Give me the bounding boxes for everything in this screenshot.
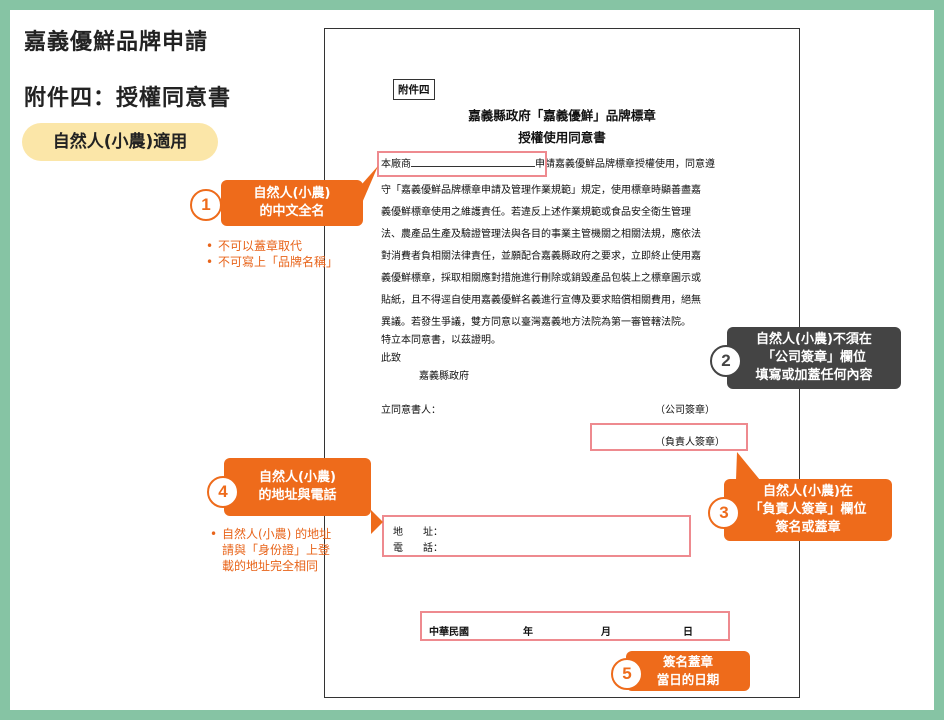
paragraph-line: 貼紙，且不得逕自使用嘉義優鮮名義進行宣傳及要求賠償相關費用，絕無 [381, 295, 701, 306]
note-item: •不可以蓋章取代 [206, 239, 303, 253]
callout-1-number: 1 [190, 189, 222, 221]
date-highlight [420, 611, 730, 641]
callout-2: 自然人(小農)不須在 「公司簽章」欄位 填寫或加蓋任何內容 [727, 327, 901, 389]
paragraph-line: 義優鮮標章使用之維護責任。若違反上述作業規範或食品安全衛生管理 [381, 207, 691, 218]
note-item: •不可寫上「品牌名稱」 [206, 255, 339, 269]
callout-1-notes: •不可以蓋章取代 •不可寫上「品牌名稱」 [206, 238, 338, 270]
page-title: 嘉義優鮮品牌申請 [20, 24, 213, 58]
date-day-label: 日 [683, 627, 693, 638]
page-subtitle: 附件四：授權同意書 [20, 80, 236, 114]
callout-5-number: 5 [611, 658, 643, 690]
address-phone-highlight [382, 515, 691, 557]
callout-3: 自然人(小農)在 「負責人簽章」欄位 簽名或蓋章 [724, 479, 892, 541]
callout-4: 自然人(小農) 的地址與電話 [224, 458, 371, 516]
name-field-highlight [377, 151, 547, 177]
callout-4-number: 4 [207, 476, 239, 508]
phone-label: 電 話： [393, 543, 443, 554]
paragraph-line: 守「嘉義優鮮品牌標章申請及管理作業規範」規定，使用標章時顯善盡嘉 [381, 185, 701, 196]
callout-2-number: 2 [710, 345, 742, 377]
person-seal-label: （負責人簽章） [655, 437, 725, 448]
callout-5: 簽名蓋章 當日的日期 [626, 651, 750, 691]
paragraph-line: 對消費者負相關法律責任，並願配合嘉義縣政府之要求，立即終止使用嘉 [381, 251, 701, 262]
applicability-pill: 自然人(小農)適用 [22, 123, 218, 161]
person-seal-highlight [590, 423, 748, 451]
company-seal-label: （公司簽章） [655, 405, 715, 416]
callout-3-number: 3 [708, 497, 740, 529]
paragraph-line: 義優鮮標章，採取相關應對措施進行刪除或銷毀產品包裝上之標章圖示或 [381, 273, 701, 284]
callout-1: 自然人(小農) 的中文全名 [221, 180, 363, 226]
callout-4-notes: •自然人(小農) 的地址 請與「身份證」上登 載的地址完全相同 [210, 526, 331, 574]
paragraph-line: 法、農產品生產及驗證管理法與各目的事業主管機關之相關法規，應依法 [381, 229, 701, 240]
closing-salutation: 此致 [381, 353, 401, 364]
note-item: •自然人(小農) 的地址 請與「身份證」上登 載的地址完全相同 [210, 527, 332, 573]
signer-label: 立同意書人： [381, 405, 441, 416]
document-title-line2: 授權使用同意書 [518, 130, 606, 145]
document-title-line1: 嘉義縣政府「嘉義優鮮」品牌標章 [468, 108, 656, 123]
date-month-label: 月 [601, 627, 611, 638]
closing-statement: 特立本同意書，以茲證明。 [381, 335, 501, 346]
address-label: 地 址： [393, 527, 443, 538]
date-roc-label: 中華民國 [429, 627, 469, 638]
paragraph-line: 異議。若發生爭議，雙方同意以臺灣嘉義地方法院為第一審管轄法院。 [381, 317, 691, 328]
document-paragraph-first-line: 本廠商申請嘉義優鮮品牌標章授權使用，同意遵 [381, 159, 715, 170]
date-year-label: 年 [523, 627, 533, 638]
closing-recipient: 嘉義縣政府 [419, 371, 469, 382]
attachment-label: 附件四 [393, 79, 435, 100]
